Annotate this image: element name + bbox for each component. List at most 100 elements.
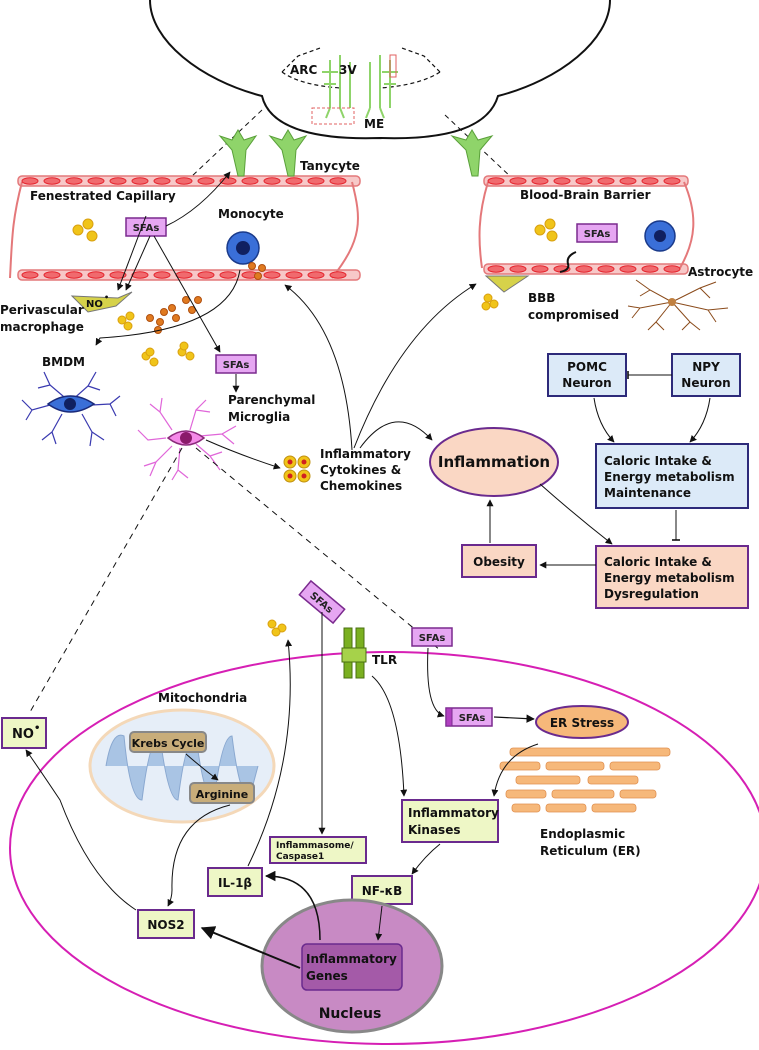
- capillary-bottom-cells: [21, 271, 347, 279]
- red-blood-cell: [175, 271, 193, 279]
- nfkb-to-genes: [375, 905, 383, 941]
- tlr-receptor: [341, 627, 367, 679]
- sfas-box-bbb: SFAs: [576, 223, 618, 243]
- inflammation-node: Inflammation: [429, 427, 559, 497]
- red-blood-cell: [109, 177, 127, 185]
- red-blood-cell: [153, 177, 171, 185]
- sfas-into-cell: [427, 647, 445, 718]
- capillary-left-edge: [9, 181, 23, 279]
- svg-text:SFAs: SFAs: [133, 223, 160, 234]
- er-stress-node: ER Stress: [535, 705, 629, 739]
- svg-text:POMC: POMC: [567, 360, 607, 374]
- red-blood-cell: [553, 177, 571, 185]
- svg-text:Kinases: Kinases: [408, 823, 460, 837]
- red-blood-cell: [131, 271, 149, 279]
- red-blood-cell: [619, 177, 637, 185]
- cell-membrane: [9, 651, 759, 1045]
- microglia-to-cytokines: [205, 439, 281, 470]
- me-label: ME: [364, 117, 384, 131]
- svg-text:Inflammatory: Inflammatory: [306, 952, 397, 966]
- monocyte-label: Monocyte: [218, 207, 284, 221]
- fenestrated-capillary: [9, 175, 361, 281]
- svg-text:NPY: NPY: [692, 360, 720, 374]
- npy-neuron-box: NPY Neuron: [671, 353, 741, 397]
- cell-released-dots: [267, 619, 287, 637]
- zoom-line-left: [189, 109, 263, 179]
- krebs-to-arginine: [185, 753, 219, 781]
- red-blood-cell: [285, 271, 303, 279]
- arc-label: ARC: [290, 63, 318, 77]
- red-blood-cell: [65, 271, 83, 279]
- sfas-to-macrophage-2: [125, 235, 151, 291]
- red-blood-cell: [197, 177, 215, 185]
- red-blood-cell: [87, 271, 105, 279]
- red-blood-cell: [263, 271, 281, 279]
- svg-text:IL-1β: IL-1β: [218, 876, 252, 890]
- perivascular-label-line1: Perivascular: [0, 303, 84, 317]
- bbb-cytokines: [534, 218, 558, 242]
- red-blood-cell: [197, 271, 215, 279]
- inflammatory-kinases-box: Inflammatory Kinases: [401, 799, 499, 843]
- no-box: NO •: [1, 717, 47, 749]
- released-cytokines: [117, 262, 266, 367]
- sfas-to-er-stress: [493, 714, 535, 723]
- red-blood-cell: [43, 177, 61, 185]
- bbb-title: Blood-Brain Barrier: [520, 188, 651, 202]
- red-blood-cell: [597, 265, 615, 273]
- bbb-macrophage: [484, 275, 530, 293]
- cytokines-line1: Inflammatory: [320, 447, 411, 461]
- svg-text:NO: NO: [12, 727, 34, 742]
- cytokines-to-bbb: [353, 283, 477, 449]
- arginine-to-nos2: [167, 804, 231, 907]
- mitochondria: [88, 708, 276, 824]
- sfas-to-tanycyte: [165, 171, 231, 227]
- red-blood-cell: [663, 265, 681, 273]
- red-blood-cell: [329, 177, 347, 185]
- microglia-zoom-left: [29, 447, 183, 713]
- bbb-sfas-link: [559, 251, 577, 273]
- svg-text:•: •: [104, 293, 109, 302]
- endoplasmic-reticulum: [499, 747, 671, 813]
- monocyte-to-bmdm: [95, 269, 241, 346]
- bbb-capillary: [478, 175, 695, 275]
- svg-text:ER Stress: ER Stress: [550, 716, 614, 730]
- bbb-compromised-line1: BBB: [528, 291, 555, 305]
- red-blood-cell: [531, 265, 549, 273]
- parenchymal-label-line2: Microglia: [228, 410, 290, 424]
- svg-text:SFAs: SFAs: [584, 229, 611, 240]
- red-blood-cell: [663, 177, 681, 185]
- inflammation-to-dysregulation: [539, 483, 613, 545]
- svg-text:SFAs: SFAs: [459, 713, 486, 724]
- nos2-to-no: [25, 749, 137, 911]
- brain-outline: [149, 0, 611, 140]
- cytokines-to-inflammation: [359, 421, 433, 449]
- cytokine-cluster: [283, 455, 311, 483]
- inflammasome-box: Inflammasome/ Caspase1: [269, 836, 367, 864]
- red-blood-cell: [307, 177, 325, 185]
- genes-to-il1b: [264, 870, 321, 941]
- red-blood-cell: [87, 177, 105, 185]
- red-blood-cell: [109, 271, 127, 279]
- astrocyte-body: [668, 298, 676, 306]
- red-blood-cell: [641, 177, 659, 185]
- red-blood-cell: [575, 177, 593, 185]
- obesity-box: Obesity: [461, 544, 537, 578]
- microglia-zoom-right: [195, 447, 441, 651]
- svg-text:Dysregulation: Dysregulation: [604, 587, 699, 601]
- maintenance-box: Caloric Intake & Energy metabolism Maint…: [595, 443, 749, 509]
- me-vessel-marker: [311, 107, 355, 125]
- svg-text:Genes: Genes: [306, 969, 348, 983]
- svg-text:Inflammation: Inflammation: [438, 453, 550, 471]
- svg-text:Inflammatory: Inflammatory: [408, 806, 499, 820]
- il1b-box: IL-1β: [207, 867, 263, 897]
- svg-text:Arginine: Arginine: [196, 788, 248, 801]
- krebs-cycle-box: Krebs Cycle: [129, 731, 207, 753]
- red-blood-cell: [153, 271, 171, 279]
- svg-text:NF-κB: NF-κB: [362, 884, 403, 898]
- monocyte: [226, 231, 260, 265]
- arginine-box: Arginine: [189, 782, 255, 804]
- red-blood-cell: [531, 177, 549, 185]
- brain-vessel-marker: [389, 54, 397, 78]
- red-blood-cell: [329, 271, 347, 279]
